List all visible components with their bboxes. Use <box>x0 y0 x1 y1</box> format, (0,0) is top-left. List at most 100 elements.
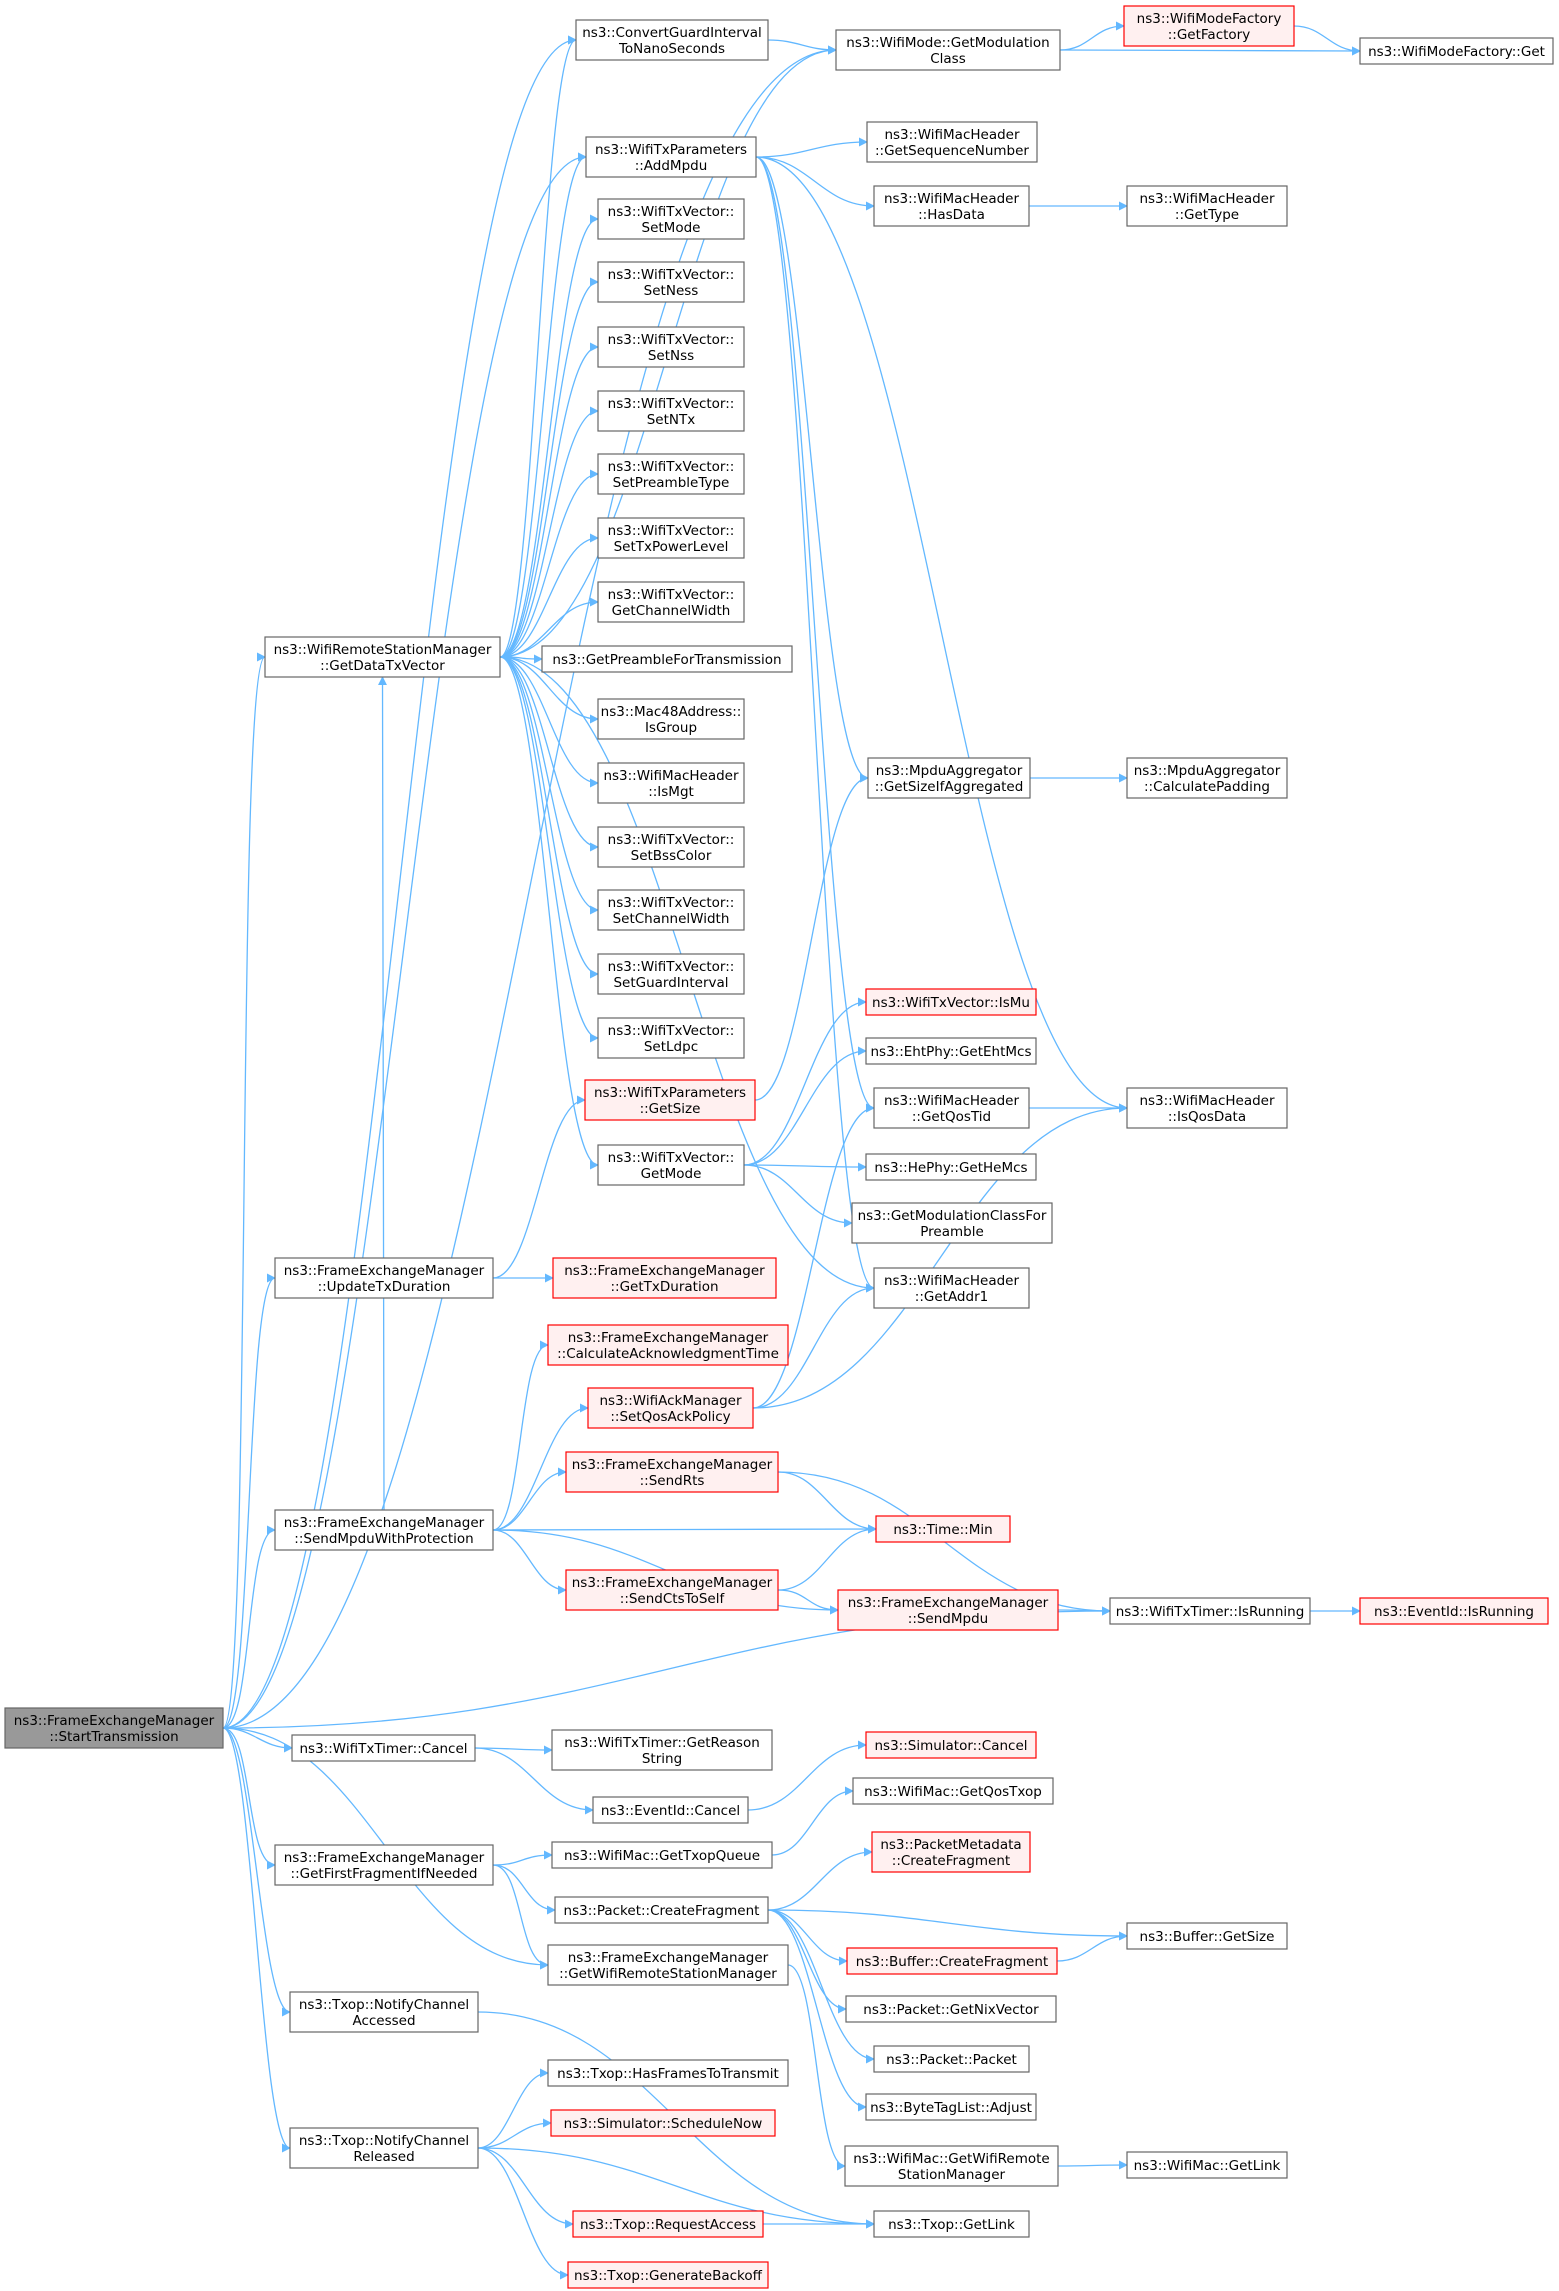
edge-root-to-addMpdu <box>222 152 587 1729</box>
node-setNess[interactable]: ns3::WifiTxVector::SetNess <box>597 261 745 303</box>
node-getTxopQueue[interactable]: ns3::WifiMac::GetTxopQueue <box>551 1841 773 1869</box>
node-label-eventCancel-line1: ns3::EventId::Cancel <box>601 1803 740 1819</box>
node-packetCtor[interactable]: ns3::Packet::Packet <box>873 2045 1030 2073</box>
node-pktCreateFrag[interactable]: ns3::Packet::CreateFragment <box>554 1896 769 1924</box>
node-sendMpdu[interactable]: ns3::FrameExchangeManager::SendMpdu <box>837 1589 1059 1631</box>
edge-addMpdu-to-isQosData <box>755 156 1128 1113</box>
edge-sendRts-to-timeMin <box>777 1471 877 1534</box>
node-hasData[interactable]: ns3::WifiMacHeader::HasData <box>873 185 1030 227</box>
node-setGuard[interactable]: ns3::WifiTxVector::SetGuardInterval <box>597 953 745 995</box>
node-timerCancel[interactable]: ns3::WifiTxTimer::Cancel <box>291 1734 476 1762</box>
node-macGetWifiRsm[interactable]: ns3::WifiMac::GetWifiRemoteStationManage… <box>844 2145 1059 2187</box>
node-getHeMcs[interactable]: ns3::HePhy::GetHeMcs <box>865 1153 1037 1181</box>
node-byteTagAdjust[interactable]: ns3::ByteTagList::Adjust <box>865 2093 1037 2121</box>
node-getQosTid[interactable]: ns3::WifiMacHeader::GetQosTid <box>873 1087 1030 1129</box>
node-label-calcAckTime-line2: ::CalculateAcknowledgmentTime <box>557 1346 779 1362</box>
node-eventIsRunning[interactable]: ns3::EventId::IsRunning <box>1359 1597 1549 1625</box>
node-isMgt[interactable]: ns3::WifiMacHeader::IsMgt <box>597 762 745 804</box>
node-genBackoff[interactable]: ns3::Txop::GenerateBackoff <box>567 2261 769 2289</box>
node-getTxDuration[interactable]: ns3::FrameExchangeManager::GetTxDuration <box>552 1257 777 1299</box>
node-getQosTxop[interactable]: ns3::WifiMac::GetQosTxop <box>852 1777 1054 1805</box>
node-bufCreateFrag[interactable]: ns3::Buffer::CreateFragment <box>846 1947 1058 1975</box>
node-box-requestAccess <box>572 2210 764 2238</box>
node-box-getQosTid <box>873 1087 1030 1129</box>
node-timeMin[interactable]: ns3::Time::Min <box>875 1515 1011 1543</box>
node-isQosData[interactable]: ns3::WifiMacHeader::IsQosData <box>1126 1087 1288 1129</box>
node-setPreamble[interactable]: ns3::WifiTxVector::SetPreambleType <box>597 453 745 495</box>
node-setChWidth[interactable]: ns3::WifiTxVector::SetChannelWidth <box>597 889 745 931</box>
node-txopGetLink[interactable]: ns3::Txop::GetLink <box>873 2210 1030 2238</box>
node-box-setChWidth <box>597 889 745 931</box>
node-getNixVector[interactable]: ns3::Packet::GetNixVector <box>845 1995 1057 2023</box>
node-label-calcPadding-line1: ns3::MpduAggregator <box>1134 763 1281 779</box>
edge-root-to-getDataTxVector <box>222 652 266 1729</box>
node-label-getFirstFrag-line2: ::GetFirstFragmentIfNeeded <box>291 1866 478 1882</box>
node-getWifiRsm[interactable]: ns3::FrameExchangeManager::GetWifiRemote… <box>547 1944 789 1986</box>
node-label-getDataTxVector-line2: ::GetDataTxVector <box>320 658 445 674</box>
node-box-genBackoff <box>567 2261 769 2289</box>
node-sendRts[interactable]: ns3::FrameExchangeManager::SendRts <box>565 1451 779 1493</box>
node-getSeqNum[interactable]: ns3::WifiMacHeader::GetSequenceNumber <box>866 121 1038 163</box>
node-setTxPower[interactable]: ns3::WifiTxVector::SetTxPowerLevel <box>597 517 745 559</box>
node-getFactory[interactable]: ns3::WifiModeFactory::GetFactory <box>1123 5 1295 47</box>
node-getEhtMcs[interactable]: ns3::EhtPhy::GetEhtMcs <box>865 1037 1037 1065</box>
node-label-getChWidth-line2: GetChannelWidth <box>612 603 731 619</box>
node-timerIsRunning[interactable]: ns3::WifiTxTimer::IsRunning <box>1109 1597 1311 1625</box>
edge-getDataTxVector-to-setMode <box>499 214 599 658</box>
edge-addMpdu-to-getAddr1 <box>755 156 875 1293</box>
edge-getTxopQueue-to-getQosTxop <box>771 1786 854 1856</box>
node-addMpdu[interactable]: ns3::WifiTxParameters::AddMpdu <box>585 136 757 178</box>
node-simCancel[interactable]: ns3::Simulator::Cancel <box>865 1731 1037 1759</box>
node-eventCancel[interactable]: ns3::EventId::Cancel <box>592 1796 749 1824</box>
node-getChWidth[interactable]: ns3::WifiTxVector::GetChannelWidth <box>597 581 745 623</box>
edge-getFirstFrag-to-getTxopQueue <box>492 1850 553 1866</box>
node-scheduleNow[interactable]: ns3::Simulator::ScheduleNow <box>550 2109 776 2137</box>
node-getType[interactable]: ns3::WifiMacHeader::GetType <box>1126 185 1288 227</box>
node-box-addMpdu <box>585 136 757 178</box>
node-box-getDataTxVector <box>264 636 501 678</box>
node-label-isMu-line1: ns3::WifiTxVector::IsMu <box>872 995 1030 1011</box>
node-getModClass[interactable]: ns3::WifiMode::GetModulationClass <box>835 29 1061 71</box>
node-isMu[interactable]: ns3::WifiTxVector::IsMu <box>865 988 1037 1016</box>
node-getSizeIfAgg[interactable]: ns3::MpduAggregator::GetSizeIfAggregated <box>867 757 1031 799</box>
node-factoryGet[interactable]: ns3::WifiModeFactory::Get <box>1359 37 1554 65</box>
node-box-macGetWifiRsm <box>844 2145 1059 2187</box>
node-bufGetSize[interactable]: ns3::Buffer::GetSize <box>1126 1922 1288 1950</box>
node-calcPadding[interactable]: ns3::MpduAggregator::CalculatePadding <box>1126 757 1288 799</box>
node-setBssColor[interactable]: ns3::WifiTxVector::SetBssColor <box>597 826 745 868</box>
node-getDataTxVector[interactable]: ns3::WifiRemoteStationManager::GetDataTx… <box>264 636 501 678</box>
node-getAddr1[interactable]: ns3::WifiMacHeader::GetAddr1 <box>873 1267 1030 1309</box>
node-getPreambleForTx[interactable]: ns3::GetPreambleForTransmission <box>541 645 793 673</box>
node-setMode[interactable]: ns3::WifiTxVector::SetMode <box>597 198 745 240</box>
node-setLdpc[interactable]: ns3::WifiTxVector::SetLdpc <box>597 1017 745 1059</box>
node-calcAckTime[interactable]: ns3::FrameExchangeManager::CalculateAckn… <box>547 1324 789 1366</box>
node-isGroup[interactable]: ns3::Mac48Address::IsGroup <box>597 698 745 740</box>
edge-pktCreateFrag-to-packetCtor <box>767 1909 875 2064</box>
node-label-getPreambleForTx-line1: ns3::GetPreambleForTransmission <box>552 652 781 668</box>
edge-getFactory-to-factoryGet <box>1293 25 1361 56</box>
node-pmCreateFrag[interactable]: ns3::PacketMetadata::CreateFragment <box>871 1831 1031 1873</box>
node-macGetLink[interactable]: ns3::WifiMac::GetLink <box>1126 2151 1288 2179</box>
edge-notifyReleased-to-scheduleNow <box>477 2118 552 2149</box>
node-setQosAck[interactable]: ns3::WifiAckManager::SetQosAckPolicy <box>587 1387 754 1429</box>
node-sendMpduProt[interactable]: ns3::FrameExchangeManager::SendMpduWithP… <box>274 1509 494 1551</box>
node-txParamGetSize[interactable]: ns3::WifiTxParameters::GetSize <box>584 1079 756 1121</box>
node-setNTx[interactable]: ns3::WifiTxVector::SetNTx <box>597 390 745 432</box>
node-box-getFirstFrag <box>274 1844 494 1886</box>
node-box-getPreambleForTx <box>541 645 793 673</box>
node-getFirstFrag[interactable]: ns3::FrameExchangeManager::GetFirstFragm… <box>274 1844 494 1886</box>
node-txVecGetMode[interactable]: ns3::WifiTxVector::GetMode <box>597 1144 745 1186</box>
node-hasFrames[interactable]: ns3::Txop::HasFramesToTransmit <box>547 2059 789 2087</box>
node-label-simCancel-line1: ns3::Simulator::Cancel <box>874 1738 1027 1754</box>
node-root[interactable]: ns3::FrameExchangeManager::StartTransmis… <box>4 1707 224 1749</box>
node-updateTxDur[interactable]: ns3::FrameExchangeManager::UpdateTxDurat… <box>274 1257 494 1299</box>
node-sendCts[interactable]: ns3::FrameExchangeManager::SendCtsToSelf <box>565 1569 779 1611</box>
node-setNss[interactable]: ns3::WifiTxVector::SetNss <box>597 326 745 368</box>
node-requestAccess[interactable]: ns3::Txop::RequestAccess <box>572 2210 764 2238</box>
node-box-sendMpduProt <box>274 1509 494 1551</box>
